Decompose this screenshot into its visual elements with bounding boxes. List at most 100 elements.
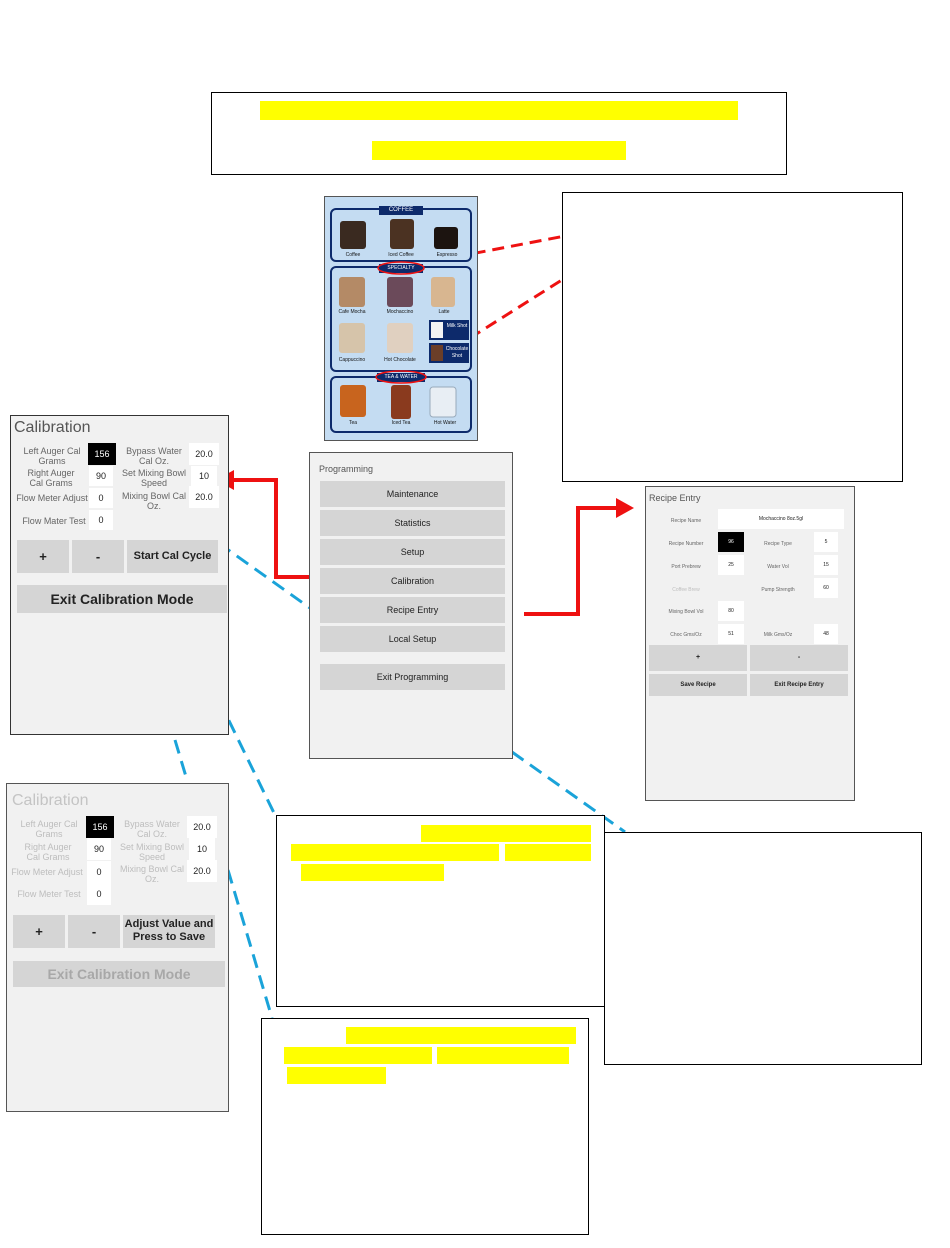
- right-auger-value[interactable]: 90: [89, 466, 113, 486]
- flow-adjust-label: Flow Meter Adjust: [16, 493, 88, 503]
- menu-section-coffee: COFFEE: [388, 207, 414, 213]
- adjust-and-save-button[interactable]: Adjust Value and Press to Save: [123, 915, 215, 948]
- flow-test-value[interactable]: 0: [89, 510, 113, 530]
- menu-section-tea: TEA & WATER: [384, 374, 418, 380]
- mixing-cal-value[interactable]: 20.0: [189, 486, 219, 508]
- exit-recipe-entry-button[interactable]: Exit Recipe Entry: [750, 674, 848, 696]
- water-vol-value[interactable]: 15: [814, 555, 838, 575]
- highlighted-redaction: [437, 1047, 569, 1064]
- mixing-cal-label: Mixing Bowl Cal Oz.: [119, 864, 185, 884]
- drink-label: Iced Tea: [391, 420, 411, 426]
- start-cal-cycle-button[interactable]: Start Cal Cycle: [127, 540, 218, 573]
- panel-title: Programming: [319, 464, 374, 474]
- mixing-cal-value[interactable]: 20.0: [187, 860, 217, 882]
- menu-item-recipe-entry[interactable]: Recipe Entry: [320, 597, 505, 623]
- menu-item-local-setup[interactable]: Local Setup: [320, 626, 505, 652]
- drink-label: Cappuccino: [338, 357, 366, 363]
- save-recipe-button[interactable]: Save Recipe: [649, 674, 747, 696]
- left-auger-label: Left Auger Cal Grams: [20, 819, 78, 839]
- drink-label: Coffee: [345, 252, 361, 258]
- bypass-water-label: Bypass Water Cal Oz.: [126, 446, 182, 466]
- pump-strength-label: Pump Strength: [761, 587, 795, 593]
- bypass-water-label: Bypass Water Cal Oz.: [124, 819, 180, 839]
- water-vol-label: Water Vol: [767, 564, 789, 570]
- minus-button[interactable]: -: [68, 915, 120, 948]
- left-auger-value[interactable]: 156: [86, 816, 114, 838]
- pump-strength-value[interactable]: 60: [814, 578, 838, 598]
- highlighted-redaction: [260, 101, 738, 120]
- choc-label: Choc Gms/Oz: [670, 632, 702, 638]
- left-auger-label: Left Auger Cal Grams: [23, 446, 81, 466]
- recipe-name-value[interactable]: Mochaccino 8oz.5gl: [718, 509, 844, 529]
- port-prebrew-value[interactable]: 25: [718, 555, 744, 575]
- flow-adjust-value[interactable]: 0: [87, 861, 111, 883]
- highlighted-redaction: [291, 844, 499, 861]
- highlighted-redaction: [505, 844, 591, 861]
- flow-test-value[interactable]: 0: [87, 883, 111, 905]
- drink-label: Tea: [348, 420, 358, 426]
- bypass-water-value[interactable]: 20.0: [189, 443, 219, 465]
- mixing-bowl-label: Mixing Bowl Vol: [668, 609, 704, 615]
- mixing-speed-label: Set Mixing Bowl Speed: [121, 468, 187, 488]
- panel-title: Calibration: [14, 419, 91, 436]
- recipe-type-label: Recipe Type: [764, 541, 792, 547]
- recipe-entry-panel: Recipe Entry Recipe Name Mochaccino 8oz.…: [645, 486, 855, 801]
- drink-label: Espresso: [436, 252, 458, 258]
- menu-section-specialty: SPECIALTY: [387, 265, 415, 271]
- drink-label: Hot Chocolate: [384, 357, 416, 363]
- annotation-box-right: [604, 832, 922, 1065]
- minus-button[interactable]: -: [72, 540, 124, 573]
- exit-calibration-button[interactable]: Exit Calibration Mode: [13, 961, 225, 987]
- menu-item-calibration[interactable]: Calibration: [320, 568, 505, 594]
- calibration-adjust-panel: Calibration Left Auger Cal Grams 156 Byp…: [6, 783, 229, 1112]
- mixing-speed-label: Set Mixing Bowl Speed: [119, 842, 185, 862]
- drink-menu-graphic: [330, 206, 472, 433]
- annotation-box-bottom: [261, 1018, 589, 1235]
- programming-panel: Programming Maintenance Statistics Setup…: [309, 452, 513, 759]
- drink-label: Mochaccino: [386, 309, 414, 315]
- header-box: [211, 92, 787, 175]
- milk-label: Milk Gms/Oz: [763, 632, 793, 638]
- milk-value[interactable]: 48: [814, 624, 838, 644]
- coffee-brew-label: Coffee Brew: [672, 587, 700, 593]
- flow-test-label: Flow Mater Test: [22, 516, 86, 526]
- drink-label: Latte: [438, 309, 450, 315]
- mixing-speed-value[interactable]: 10: [191, 466, 217, 486]
- bypass-water-value[interactable]: 20.0: [187, 816, 217, 838]
- mixing-bowl-value[interactable]: 80: [718, 601, 744, 621]
- calibration-panel: Calibration Left Auger Cal Grams 156 Byp…: [10, 415, 229, 735]
- highlighted-redaction: [287, 1067, 386, 1084]
- flow-test-label: Flow Meter Test: [17, 889, 81, 899]
- menu-item-statistics[interactable]: Statistics: [320, 510, 505, 536]
- exit-programming-button[interactable]: Exit Programming: [320, 664, 505, 690]
- highlighted-redaction: [421, 825, 591, 842]
- drink-label: Hot Water: [433, 420, 457, 426]
- right-auger-value[interactable]: 90: [87, 838, 111, 860]
- red-arrowhead: [616, 498, 634, 518]
- plus-button[interactable]: +: [649, 645, 747, 671]
- recipe-type-value[interactable]: 5: [814, 532, 838, 552]
- plus-button[interactable]: +: [17, 540, 69, 573]
- highlighted-redaction: [372, 141, 626, 160]
- flow-adjust-value[interactable]: 0: [89, 488, 113, 508]
- flow-adjust-label: Flow Meter Adjust: [11, 867, 83, 877]
- panel-title: Recipe Entry: [649, 493, 701, 503]
- exit-calibration-button[interactable]: Exit Calibration Mode: [17, 585, 227, 613]
- mixing-speed-value[interactable]: 10: [189, 838, 215, 860]
- blue-dashed-connector: [511, 750, 626, 834]
- choc-value[interactable]: 51: [718, 624, 744, 644]
- highlighted-redaction: [301, 864, 444, 881]
- chocolate-shot-label: Chocolate Shot: [445, 346, 469, 359]
- left-auger-value[interactable]: 156: [88, 443, 116, 465]
- blue-dashed-connector: [173, 739, 189, 781]
- minus-button[interactable]: -: [750, 645, 848, 671]
- menu-item-setup[interactable]: Setup: [320, 539, 505, 565]
- highlighted-redaction: [346, 1027, 576, 1044]
- recipe-number-value[interactable]: 96: [718, 532, 744, 552]
- mixing-cal-label: Mixing Bowl Cal Oz.: [121, 491, 187, 511]
- menu-item-maintenance[interactable]: Maintenance: [320, 481, 505, 507]
- plus-button[interactable]: +: [13, 915, 65, 948]
- drink-label: Iced Coffee: [388, 252, 414, 258]
- red-arrow-to-recipe: [524, 506, 622, 616]
- drink-label: Cafe Mocha: [338, 309, 366, 315]
